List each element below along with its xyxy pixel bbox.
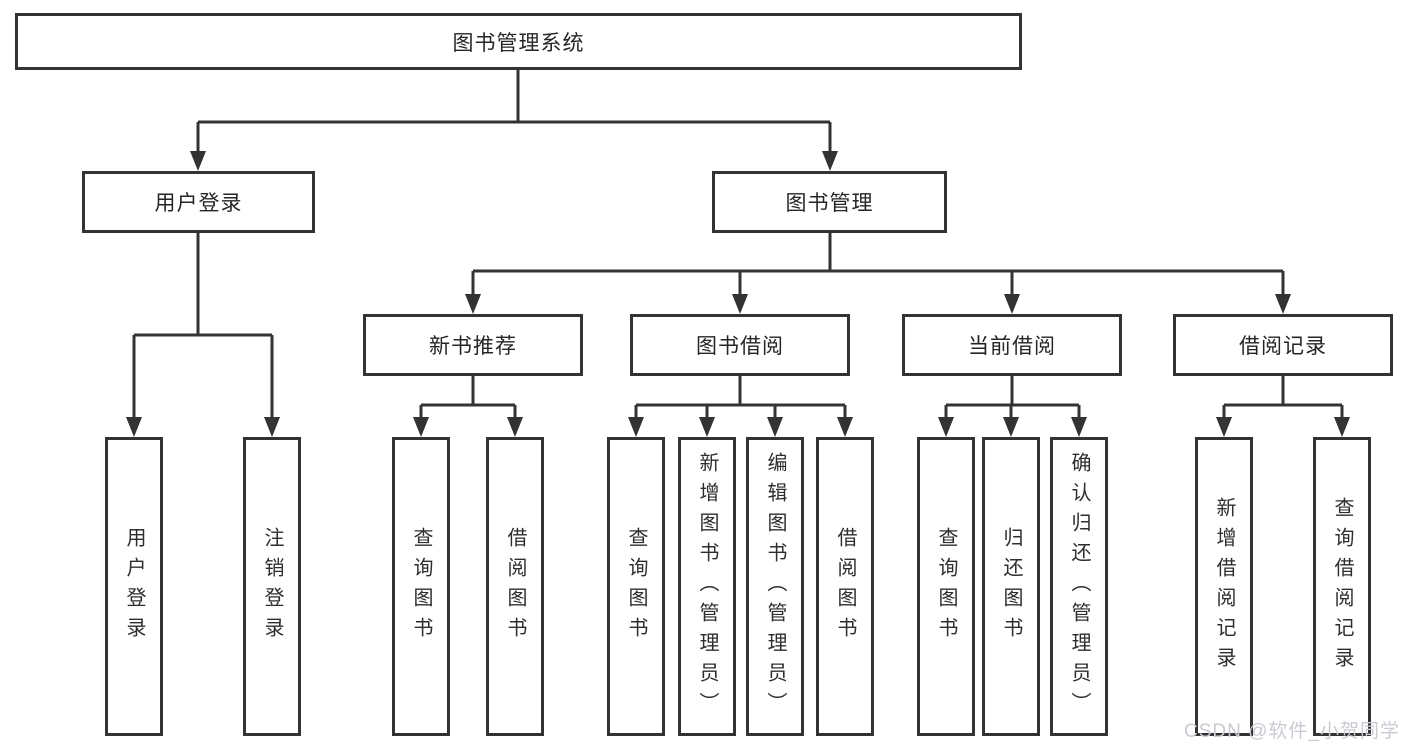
leaf-add-borrow-record: 新增借阅记录 bbox=[1195, 437, 1253, 736]
node-label: 当前借阅 bbox=[968, 335, 1056, 358]
node-label: 图书借阅 bbox=[696, 335, 784, 358]
connector-newbook-to-leaves bbox=[419, 376, 517, 418]
connector-bookmgmt-to-level3 bbox=[471, 233, 1285, 295]
node-label: 图书管理 bbox=[785, 192, 874, 215]
leaf-label: 查询图书 bbox=[935, 526, 957, 647]
node-borrow-records: 借阅记录 bbox=[1173, 314, 1393, 376]
leaf-logout: 注销登录 bbox=[243, 437, 301, 736]
node-current-borrow: 当前借阅 bbox=[902, 314, 1122, 376]
connector-bookborrow-to-leaves bbox=[634, 376, 847, 418]
leaf-query-book-current: 查询图书 bbox=[917, 437, 975, 736]
leaf-label: 注销登录 bbox=[261, 526, 283, 647]
leaf-label: 归还图书 bbox=[1000, 526, 1022, 647]
leaf-label: 查询图书 bbox=[625, 526, 647, 647]
node-library-management-system: 图书管理系统 bbox=[15, 13, 1022, 70]
connector-borrowrecord-to-leaves bbox=[1222, 376, 1344, 418]
leaf-user-login: 用户登录 bbox=[105, 437, 163, 736]
node-label: 新书推荐 bbox=[429, 335, 517, 358]
leaf-query-borrow-record: 查询借阅记录 bbox=[1313, 437, 1371, 736]
leaf-borrow-book: 借阅图书 bbox=[816, 437, 874, 736]
node-book-management: 图书管理 bbox=[712, 171, 947, 233]
leaf-borrow-book-recommend: 借阅图书 bbox=[486, 437, 544, 736]
watermark: CSDN @软件_小贺同学 bbox=[1184, 721, 1400, 742]
leaf-return-book: 归还图书 bbox=[982, 437, 1040, 736]
leaf-confirm-return-admin: 确认归还（管理员） bbox=[1050, 437, 1108, 736]
leaf-query-book-borrow: 查询图书 bbox=[607, 437, 665, 736]
leaf-edit-book-admin: 编辑图书（管理员） bbox=[746, 437, 804, 736]
node-label: 图书管理系统 bbox=[452, 31, 585, 55]
leaf-label: 用户登录 bbox=[123, 526, 145, 647]
node-label: 用户登录 bbox=[154, 192, 243, 215]
leaf-label: 借阅图书 bbox=[504, 526, 526, 647]
node-new-book-recommend: 新书推荐 bbox=[363, 314, 583, 376]
leaf-label: 确认归还（管理员） bbox=[1068, 451, 1090, 722]
leaf-label: 查询借阅记录 bbox=[1331, 496, 1353, 677]
connector-userlogin-to-leaves bbox=[132, 233, 274, 418]
connector-root-to-level2 bbox=[196, 70, 832, 152]
leaf-add-book-admin: 新增图书（管理员） bbox=[678, 437, 736, 736]
leaf-label: 查询图书 bbox=[410, 526, 432, 647]
connector-currentborrow-to-leaves bbox=[944, 376, 1081, 418]
node-book-borrow: 图书借阅 bbox=[630, 314, 850, 376]
leaf-query-book-recommend: 查询图书 bbox=[392, 437, 450, 736]
leaf-label: 借阅图书 bbox=[834, 526, 856, 647]
node-label: 借阅记录 bbox=[1239, 335, 1327, 358]
leaf-label: 新增借阅记录 bbox=[1213, 496, 1235, 677]
leaf-label: 新增图书（管理员） bbox=[696, 451, 718, 722]
node-user-login: 用户登录 bbox=[82, 171, 315, 233]
leaf-label: 编辑图书（管理员） bbox=[764, 451, 786, 722]
